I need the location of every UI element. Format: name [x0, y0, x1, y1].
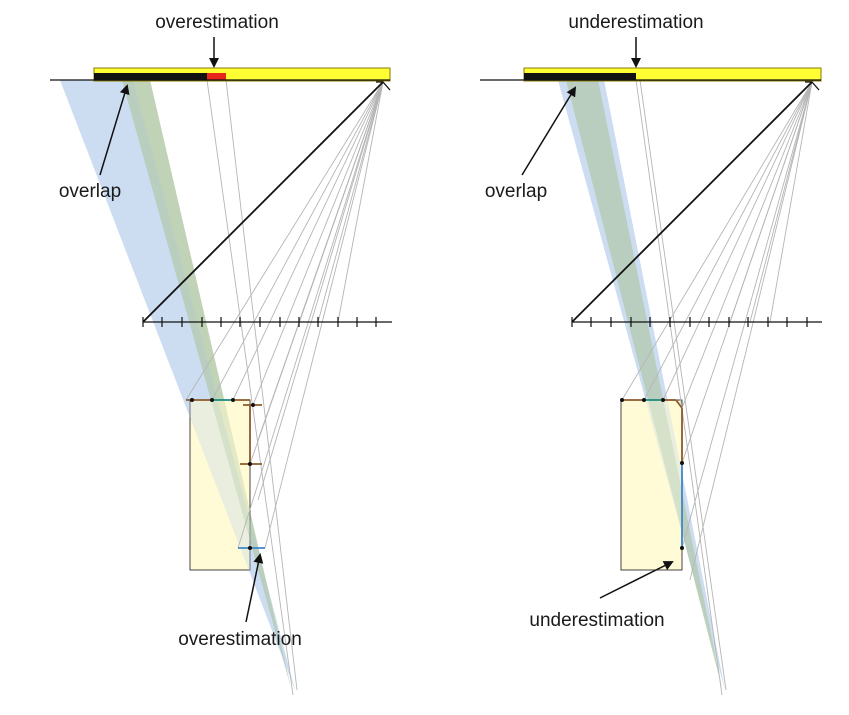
sample-axis: [142, 317, 392, 327]
shadow-segment: [524, 73, 636, 80]
light-rays: [621, 79, 813, 696]
blue-beam: [558, 80, 725, 690]
left-panel: overestimation overlap overestimation: [50, 12, 392, 696]
overestimation-segment: [207, 73, 226, 80]
bottom-arrow: [599, 561, 674, 599]
overlap-label: overlap: [485, 181, 547, 202]
sample-points: [620, 398, 684, 550]
bottom-label: underestimation: [529, 610, 664, 631]
sample-axis: [571, 317, 822, 327]
green-beam-over-box: [566, 80, 722, 688]
shadow-segment: [94, 73, 207, 80]
overlap-label: overlap: [59, 181, 121, 202]
overlap-arrow: [99, 84, 130, 176]
light-rays: [185, 79, 384, 696]
right-panel: underestimation overlap underestimation: [480, 12, 822, 696]
frustum-diagonal: [571, 81, 813, 323]
top-label: underestimation: [568, 12, 703, 33]
blue-beam-over-box: [558, 80, 725, 690]
step-lines: [622, 399, 683, 548]
green-beam-over-box: [122, 80, 291, 688]
blue-beam-over-box: [60, 80, 295, 690]
sample-points: [190, 398, 255, 550]
bottom-label: overestimation: [178, 629, 302, 650]
frustum-diagonal: [142, 81, 384, 323]
top-label: overestimation: [155, 12, 279, 33]
green-beam: [566, 80, 722, 688]
overlap-arrow: [521, 86, 577, 176]
bottom-arrow: [245, 553, 264, 623]
